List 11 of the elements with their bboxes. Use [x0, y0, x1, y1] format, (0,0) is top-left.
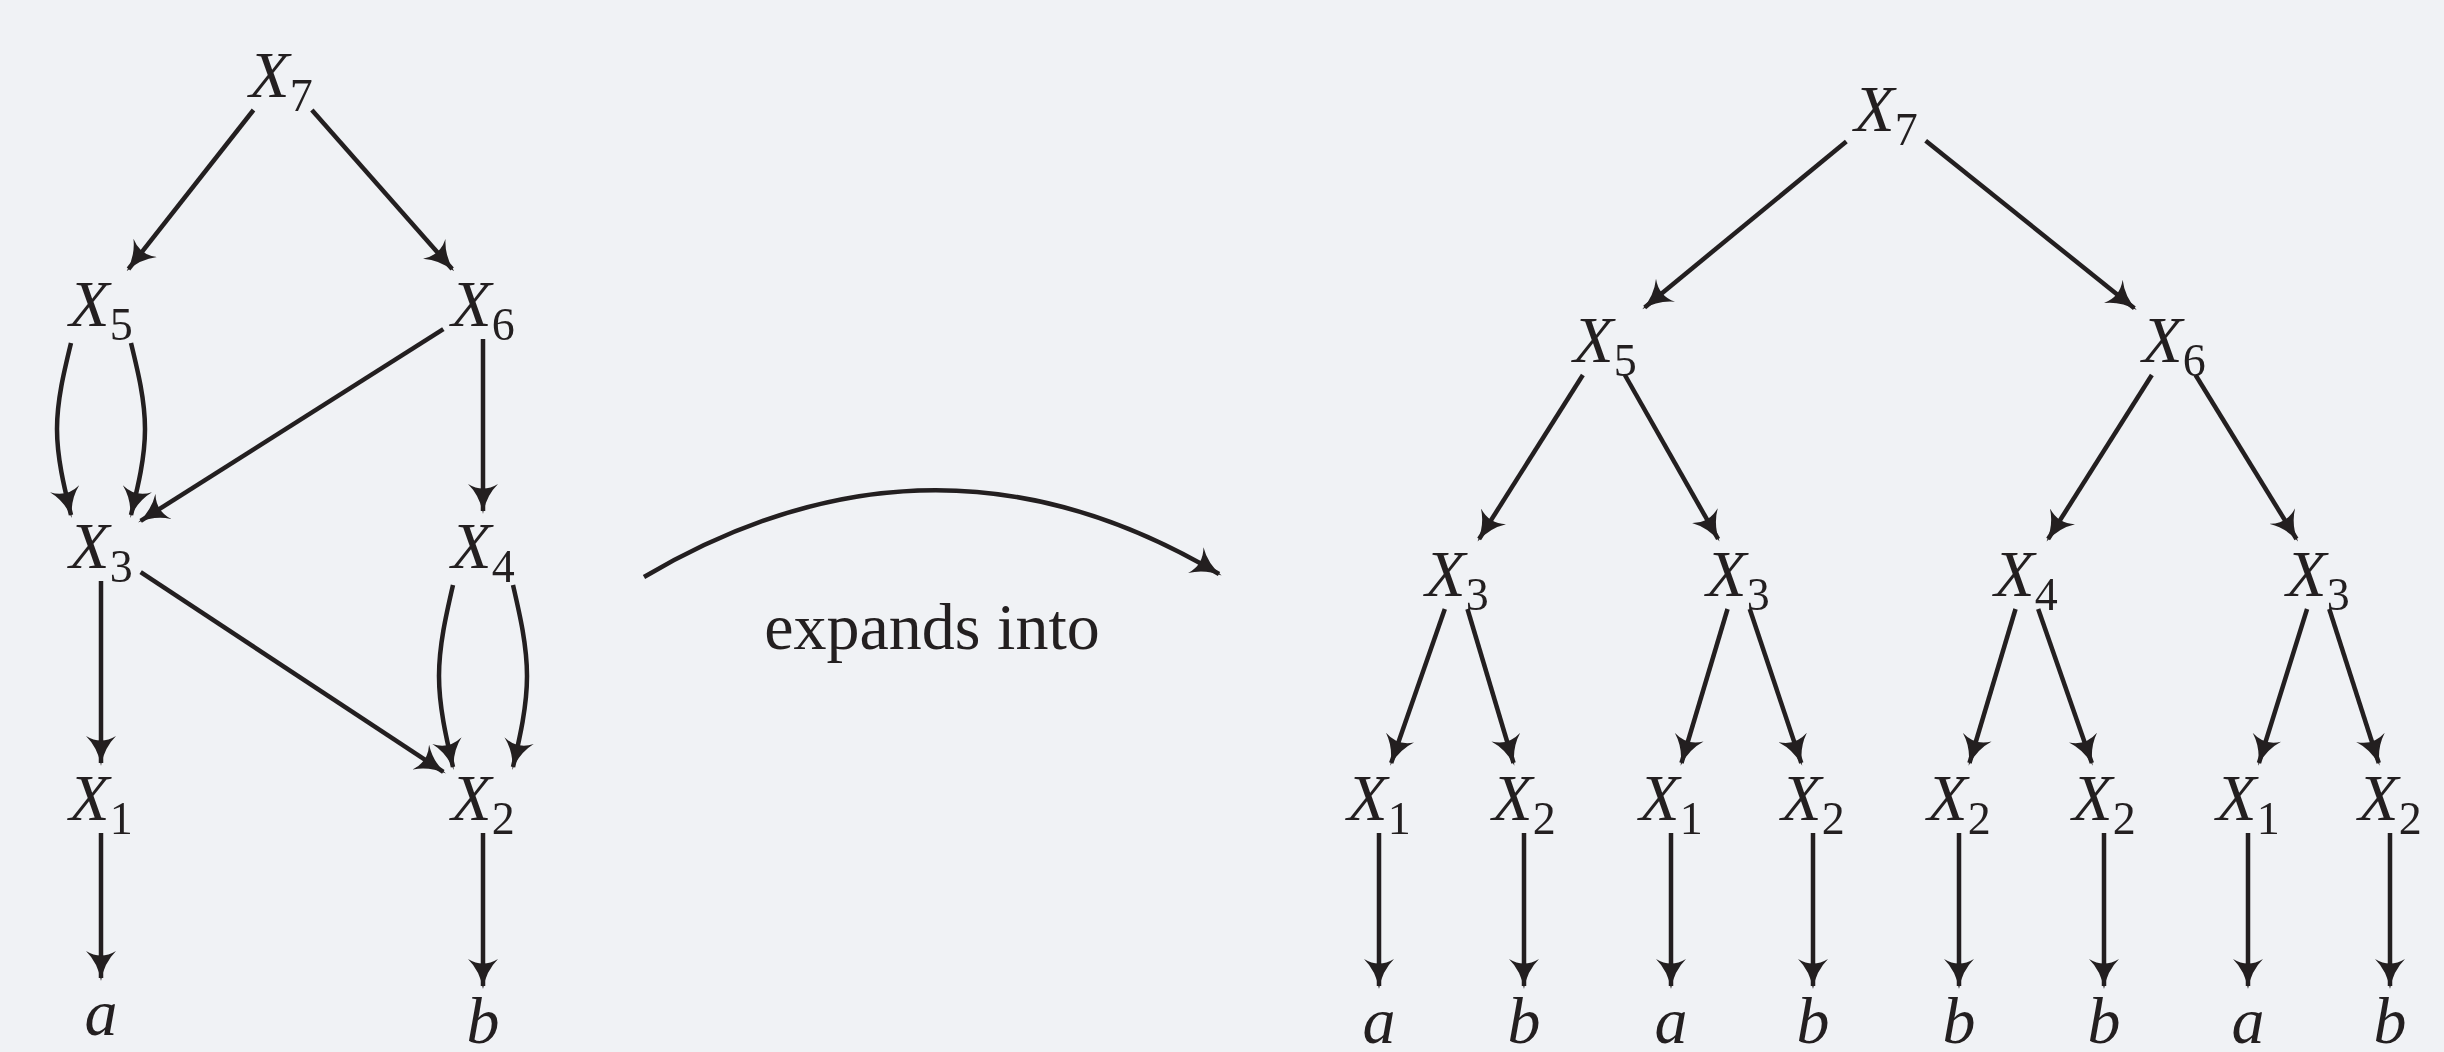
node-label: a — [1358, 988, 1400, 1052]
node-label: b — [1792, 988, 1834, 1052]
node-label: b — [1938, 988, 1980, 1052]
node-label: a — [1650, 988, 1692, 1052]
node-label: b — [462, 988, 504, 1052]
node-label: b — [1503, 988, 1545, 1052]
node-label: a — [80, 980, 122, 1046]
node-label: b — [2369, 988, 2411, 1052]
node-label: b — [2083, 988, 2125, 1052]
node-label: a — [2227, 988, 2269, 1052]
arrow-caption: expands into — [764, 589, 1100, 665]
